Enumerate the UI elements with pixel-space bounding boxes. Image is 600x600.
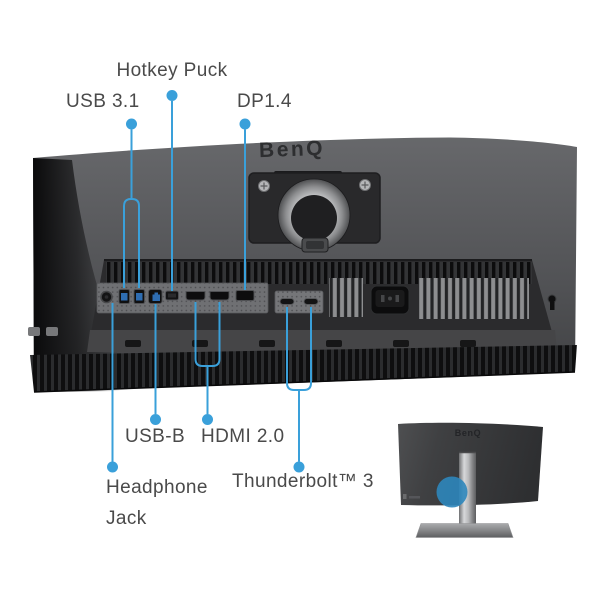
vesa-screw-right-cross bbox=[361, 181, 369, 189]
label-headphone-jack-line1: Headphone bbox=[106, 477, 208, 498]
callout-usb-b-dot bbox=[150, 414, 161, 425]
stand-base bbox=[415, 523, 514, 538]
ac-power-inlet bbox=[370, 285, 410, 315]
vesa-mount bbox=[248, 171, 381, 253]
hdmi-port-1 bbox=[185, 291, 206, 301]
callout-headphone-dot bbox=[107, 461, 118, 473]
headphone-jack-port-pin bbox=[104, 295, 109, 299]
thunderbolt-port-1 bbox=[279, 298, 295, 305]
label-dp-1-4: DP1.4 bbox=[237, 91, 292, 112]
label-hotkey-puck: Hotkey Puck bbox=[116, 60, 228, 81]
benq-logo: BenQ bbox=[259, 137, 326, 162]
monitor-rear-view: BenQ bbox=[28, 137, 577, 393]
displayport-port bbox=[235, 290, 255, 301]
usb-a-port-1 bbox=[118, 289, 130, 304]
callout-hdmi-dot bbox=[202, 414, 213, 425]
usb-b-port bbox=[148, 289, 163, 304]
label-hdmi-2-0: HDMI 2.0 bbox=[201, 426, 285, 447]
callout-dots bbox=[107, 90, 305, 473]
callout-hotkey-puck-dot bbox=[166, 90, 178, 101]
vesa-release-latch-inner bbox=[306, 241, 324, 249]
hdmi-port-2 bbox=[209, 291, 230, 301]
kensington-lock-slot bbox=[547, 294, 557, 310]
thumbnail-rear-label-text bbox=[409, 496, 420, 499]
vesa-screw-left-cross bbox=[260, 182, 268, 190]
usb-a-port-2 bbox=[133, 289, 145, 304]
callout-usb31-dot bbox=[126, 118, 137, 130]
thunderbolt-port-2 bbox=[303, 298, 319, 305]
left-tab-1 bbox=[28, 327, 40, 336]
left-tab-2 bbox=[46, 327, 58, 336]
bottom-edge-line bbox=[33, 371, 576, 393]
callout-dp14-dot bbox=[239, 118, 251, 130]
vent-group-left bbox=[329, 278, 363, 317]
ports-highlight-circle bbox=[436, 476, 468, 508]
thumbnail-rear-label-mark bbox=[403, 494, 407, 499]
callout-lines bbox=[111, 101, 312, 462]
stand-column bbox=[459, 452, 476, 530]
bottom-vent-band bbox=[30, 345, 577, 392]
connection-bay bbox=[87, 259, 557, 352]
label-usb-b: USB-B bbox=[124, 426, 186, 447]
monitor-thumbnail: BenQ bbox=[398, 422, 543, 538]
label-headphone-jack: Headphone Jack bbox=[106, 477, 208, 530]
hotkey-puck-connector-port bbox=[165, 290, 179, 301]
callout-usb31-bracket bbox=[123, 198, 140, 288]
label-usb-3-1: USB 3.1 bbox=[66, 91, 140, 112]
callout-thunderbolt-dot bbox=[293, 461, 305, 473]
benq-logo-small: BenQ bbox=[455, 428, 481, 438]
label-headphone-jack-line2: Jack bbox=[106, 508, 147, 529]
vent-group-right bbox=[419, 278, 529, 319]
label-thunderbolt-3: Thunderbolt™ 3 bbox=[232, 471, 374, 492]
vesa-mount-hole bbox=[291, 195, 337, 241]
